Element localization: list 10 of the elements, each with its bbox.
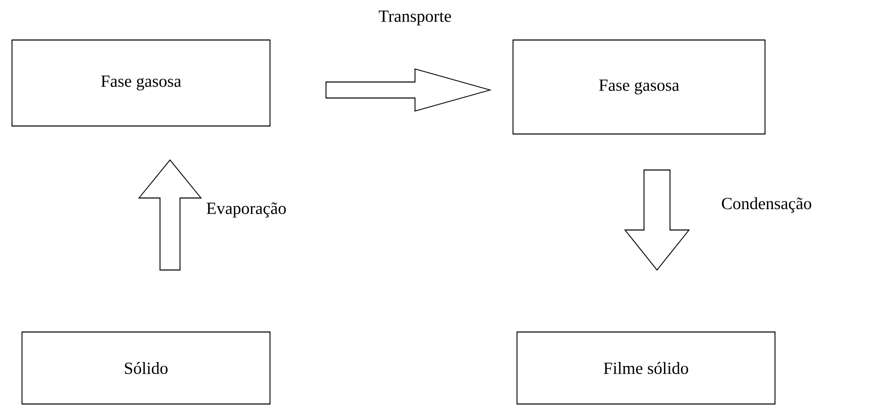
process-box: Sólido — [22, 332, 270, 404]
block-arrow — [624, 170, 690, 271]
block-arrow — [326, 68, 492, 112]
edge-label: Condensação — [722, 197, 812, 213]
block-arrow — [138, 159, 202, 270]
edge-label: Transporte — [378, 10, 451, 26]
edge-label: Evaporação — [206, 202, 286, 218]
process-box: Fase gasosa — [512, 40, 766, 134]
process-box: Filme sólido — [516, 332, 776, 404]
process-box: Fase gasosa — [12, 40, 270, 126]
